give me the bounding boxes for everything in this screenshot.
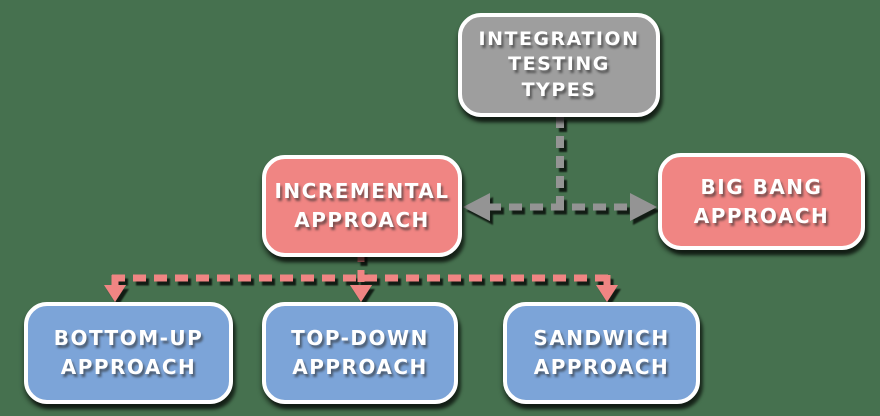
node-label-line: APPROACH bbox=[294, 208, 430, 232]
node-integration-testing-types: INTEGRATION TESTING TYPES bbox=[458, 13, 660, 117]
connector-incremental-to-children bbox=[104, 250, 618, 302]
node-label-line: TYPES bbox=[521, 78, 597, 101]
node-label-line: APPROACH bbox=[693, 203, 830, 228]
node-bottom-up-approach: BOTTOM-UP APPROACH bbox=[24, 302, 233, 404]
node-label-line: APPROACH bbox=[60, 355, 197, 379]
node-label-line: APPROACH bbox=[533, 355, 670, 379]
node-top-down-approach: TOP-DOWN APPROACH bbox=[262, 302, 458, 404]
arrowhead-down-middle-icon bbox=[350, 285, 372, 302]
node-label-line: APPROACH bbox=[292, 355, 428, 379]
node-label-line: TESTING bbox=[508, 53, 610, 76]
node-label-line: SANDWICH bbox=[533, 326, 670, 350]
node-label-line: INCREMENTAL bbox=[274, 179, 450, 203]
node-incremental-approach: INCREMENTAL APPROACH bbox=[262, 155, 462, 257]
node-label-line: BOTTOM-UP bbox=[53, 326, 204, 350]
node-label-line: TOP-DOWN bbox=[291, 326, 429, 350]
node-big-bang-approach: BIG BANG APPROACH bbox=[658, 153, 865, 250]
arrowhead-right-icon bbox=[630, 193, 657, 221]
node-label-line: BIG BANG bbox=[700, 174, 823, 199]
node-label-line: INTEGRATION bbox=[478, 28, 640, 51]
arrowhead-down-left-icon bbox=[104, 285, 126, 302]
node-sandwich-approach: SANDWICH APPROACH bbox=[503, 302, 700, 404]
arrowhead-down-right-icon bbox=[596, 285, 618, 302]
arrowhead-left-icon bbox=[463, 193, 490, 221]
connector-root-to-approaches bbox=[463, 116, 657, 221]
